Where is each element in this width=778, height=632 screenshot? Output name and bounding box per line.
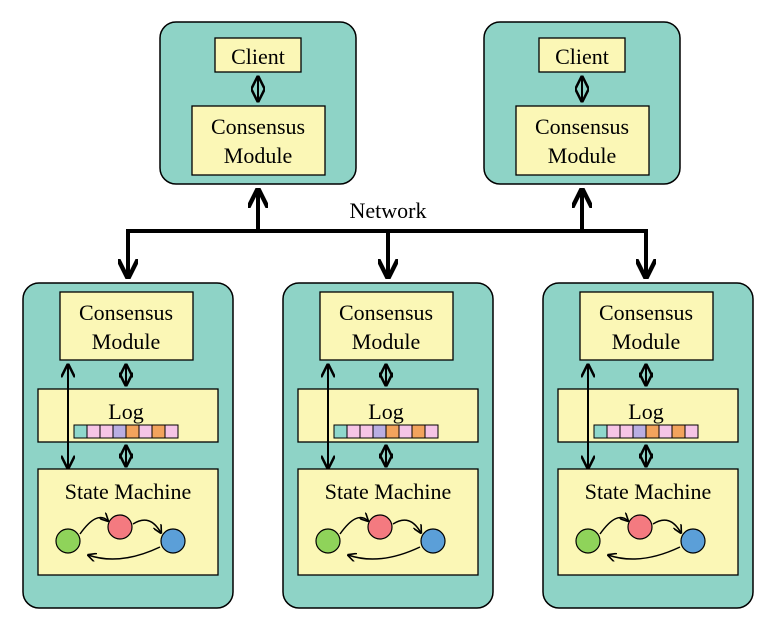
log-entry xyxy=(333,424,348,439)
consensus-module-box xyxy=(59,291,194,361)
log-entry xyxy=(99,424,114,439)
log-entry xyxy=(164,424,179,439)
log-entries xyxy=(73,424,179,439)
log-entry xyxy=(606,424,621,439)
server-node-2: Consensus Module Log State Machine xyxy=(282,282,494,609)
log-entry xyxy=(671,424,686,439)
consensus-module-box xyxy=(579,291,714,361)
log-entry xyxy=(684,424,699,439)
log-entry xyxy=(86,424,101,439)
log-entry xyxy=(411,424,426,439)
state-circle-green xyxy=(315,528,341,554)
log-entry xyxy=(593,424,608,439)
client-box xyxy=(538,37,626,73)
state-transition-arrow xyxy=(599,518,628,535)
consensus-module-box xyxy=(319,291,454,361)
state-circle-green xyxy=(55,528,81,554)
consensus-label-line-2: Module xyxy=(548,143,616,168)
log-entries xyxy=(333,424,439,439)
client-node-1: Client Consensus Module xyxy=(159,21,357,185)
consensus-label-line-1: Consensus xyxy=(211,114,305,139)
log-entry xyxy=(385,424,400,439)
log-entry xyxy=(138,424,153,439)
consensus-label-line-1: Consensus xyxy=(535,114,629,139)
state-machine-label: State Machine xyxy=(325,479,451,504)
consensus-label-line-1: Consensus xyxy=(79,300,173,325)
log-entry xyxy=(424,424,439,439)
state-diagram xyxy=(575,514,706,559)
log-entry xyxy=(112,424,127,439)
state-circle-red xyxy=(627,514,653,540)
log-entry xyxy=(151,424,166,439)
consensus-label-line-2: Module xyxy=(92,329,160,354)
state-transition-arrow xyxy=(132,519,161,533)
server-node-1: Consensus Module Log State Machine xyxy=(22,282,234,609)
state-circle-red xyxy=(107,514,133,540)
client-label: Client xyxy=(231,44,285,69)
consensus-label-line-2: Module xyxy=(612,329,680,354)
client-label: Client xyxy=(555,44,609,69)
consensus-module-box xyxy=(515,105,650,176)
log-entry xyxy=(125,424,140,439)
state-machine-label: State Machine xyxy=(65,479,191,504)
state-transition-arrow xyxy=(608,546,681,559)
state-diagram xyxy=(315,514,446,559)
log-entry xyxy=(372,424,387,439)
consensus-label-line-2: Module xyxy=(352,329,420,354)
state-machine-label: State Machine xyxy=(585,479,711,504)
log-entry xyxy=(619,424,634,439)
consensus-label-line-1: Consensus xyxy=(339,300,433,325)
state-transition-arrow xyxy=(88,546,161,559)
log-label: Log xyxy=(628,399,663,424)
log-entry xyxy=(359,424,374,439)
state-circle-blue xyxy=(420,528,446,554)
log-entries xyxy=(593,424,699,439)
consensus-label-line-1: Consensus xyxy=(599,300,693,325)
log-label: Log xyxy=(108,399,143,424)
log-entry xyxy=(645,424,660,439)
state-transition-arrow xyxy=(339,518,368,535)
log-entry xyxy=(658,424,673,439)
log-label: Log xyxy=(368,399,403,424)
client-box xyxy=(214,37,302,73)
network-label: Network xyxy=(350,198,427,223)
log-entry xyxy=(632,424,647,439)
consensus-label-line-2: Module xyxy=(224,143,292,168)
state-circle-red xyxy=(367,514,393,540)
state-transition-arrow xyxy=(79,518,108,535)
client-node-2: Client Consensus Module xyxy=(483,21,681,185)
log-entry xyxy=(346,424,361,439)
server-node-3: Consensus Module Log State Machine xyxy=(542,282,754,609)
state-transition-arrow xyxy=(652,519,681,533)
network: Network xyxy=(126,190,648,277)
state-circle-blue xyxy=(160,528,186,554)
state-circle-blue xyxy=(680,528,706,554)
state-transition-arrow xyxy=(392,519,421,533)
state-diagram xyxy=(55,514,186,559)
state-circle-green xyxy=(575,528,601,554)
log-entry xyxy=(73,424,88,439)
state-transition-arrow xyxy=(348,546,421,559)
consensus-module-box xyxy=(191,105,326,176)
log-entry xyxy=(398,424,413,439)
